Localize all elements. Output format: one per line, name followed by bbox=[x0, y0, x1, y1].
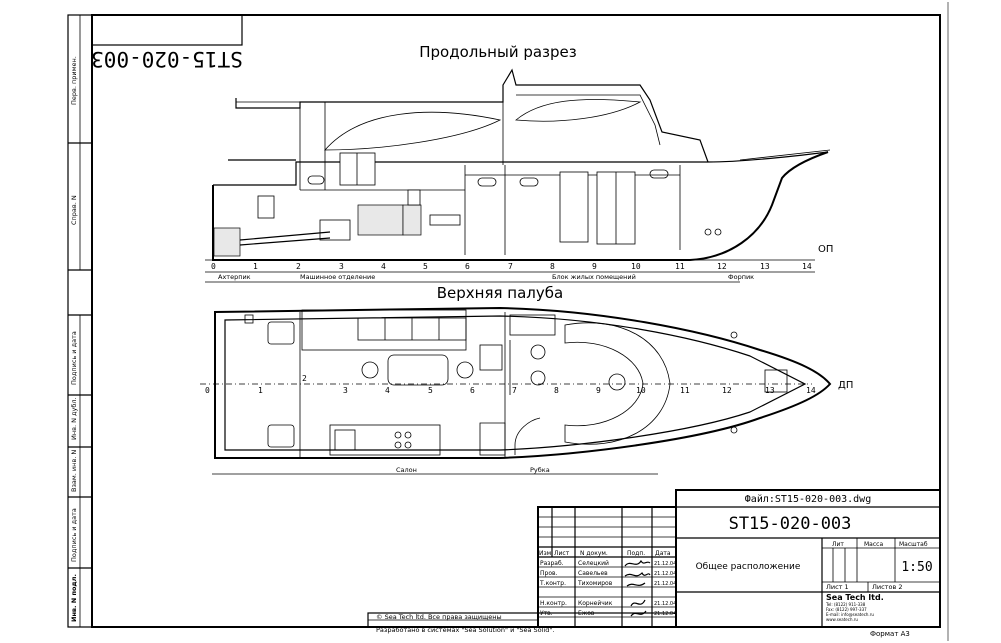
compartment-living-block: Блок жилых помещений bbox=[552, 273, 636, 281]
row-person-3: Корнейчик bbox=[578, 600, 613, 607]
top-frame-0: 0 bbox=[205, 386, 210, 395]
row-person-0: Селецкий bbox=[578, 560, 609, 567]
row-person-2: Тихомиров bbox=[577, 580, 613, 587]
title-block-headers: Изм. Лист N докум. Подп. Дата bbox=[539, 550, 671, 557]
strip-label-6: Инв. N подл. bbox=[70, 574, 78, 622]
top-frame-11: 11 bbox=[680, 386, 690, 395]
waterline-label-top: ДП bbox=[838, 380, 853, 391]
side-frame-12: 12 bbox=[717, 262, 727, 271]
side-frame-6: 6 bbox=[465, 262, 470, 271]
side-view-title: Продольный разрез bbox=[419, 43, 577, 61]
side-frame-8: 8 bbox=[550, 262, 555, 271]
top-frame-9: 9 bbox=[596, 386, 601, 395]
sheets-total: Листов 2 bbox=[872, 583, 902, 591]
side-frame-1: 1 bbox=[253, 262, 258, 271]
side-frame-4: 4 bbox=[381, 262, 386, 271]
row-date-1: 21.12.04 bbox=[654, 571, 676, 577]
compartment-aft-peak: Ахтерпик bbox=[218, 273, 251, 281]
top-frame-14: 14 bbox=[806, 386, 816, 395]
signatures bbox=[624, 559, 651, 617]
top-frame-7: 7 bbox=[512, 386, 517, 395]
side-frame-10: 10 bbox=[631, 262, 641, 271]
top-frame-6: 6 bbox=[470, 386, 475, 395]
compartment-fore-peak: Форпик bbox=[728, 273, 754, 281]
side-frame-5: 5 bbox=[423, 262, 428, 271]
scale-label: Масштаб bbox=[899, 541, 928, 548]
mass-label: Масса bbox=[864, 541, 883, 548]
row-person-4: Ежов bbox=[578, 610, 595, 617]
waterline-label-side: ОП bbox=[818, 244, 833, 255]
row-date-3: 21.12.04 bbox=[654, 601, 676, 607]
header-sheet: Лист bbox=[554, 550, 570, 557]
top-frame-1: 1 bbox=[258, 386, 263, 395]
side-view bbox=[205, 68, 831, 283]
lit-label: Лит bbox=[832, 541, 844, 548]
scale-value: 1:50 bbox=[901, 560, 932, 575]
side-frame-numbers: 0 1 2 3 4 5 6 7 8 9 10 11 12 13 14 bbox=[211, 262, 812, 271]
title-block bbox=[367, 489, 941, 628]
sheet-format: Формат А3 bbox=[870, 630, 910, 638]
compartment-engine-room: Машинное отделение bbox=[300, 273, 375, 281]
sheet-number: Лист 1 bbox=[826, 583, 849, 591]
side-frame-0: 0 bbox=[211, 262, 216, 271]
side-frame-9: 9 bbox=[592, 262, 597, 271]
top-frame-5: 5 bbox=[428, 386, 433, 395]
row-role-1: Пров. bbox=[540, 570, 558, 577]
company-line-2: Fax: (8122) 997-337 bbox=[826, 607, 867, 612]
top-view-title: Верхняя палуба bbox=[437, 284, 563, 302]
mirrored-number-box: ST15-020-003 bbox=[91, 14, 243, 71]
side-compartments: Ахтерпик Машинное отделение Блок жилых п… bbox=[218, 273, 754, 281]
side-frame-14: 14 bbox=[802, 262, 812, 271]
top-frame-3: 3 bbox=[343, 386, 348, 395]
row-date-4: 21.12.04 bbox=[654, 611, 676, 617]
row-role-3: Н.контр. bbox=[540, 600, 567, 607]
header-doc: N докум. bbox=[580, 550, 608, 557]
top-view bbox=[200, 306, 832, 475]
side-frame-11: 11 bbox=[675, 262, 685, 271]
row-date-0: 21.12.04 bbox=[654, 561, 676, 567]
company-name: Sea Tech ltd. bbox=[826, 593, 884, 602]
row-person-1: Савельев bbox=[578, 570, 608, 577]
company-line-3: E-mail: info@seatech.ru bbox=[826, 612, 874, 617]
top-frame-8: 8 bbox=[554, 386, 559, 395]
mirrored-drawing-number: ST15-020-003 bbox=[91, 47, 243, 71]
top-frame-12: 12 bbox=[722, 386, 732, 395]
top-frame-4: 4 bbox=[385, 386, 390, 395]
top-compartments: Салон Рубка bbox=[396, 466, 550, 474]
file-name: Файл:ST15-020-003.dwg bbox=[745, 493, 871, 505]
strip-label-5: Подпись и дата bbox=[70, 508, 78, 562]
company-line-1: Tel: (8122) 911-338 bbox=[825, 602, 866, 607]
developed-in: Разработано в системах "Sea Solution" и … bbox=[376, 626, 554, 634]
top-frame-2: 2 bbox=[302, 374, 307, 383]
compartment-salon: Салон bbox=[396, 466, 417, 474]
copyright: © Sea Tech ltd. Все права защищены bbox=[376, 613, 502, 621]
side-frame-7: 7 bbox=[508, 262, 513, 271]
side-frame-13: 13 bbox=[760, 262, 770, 271]
header-change: Изм. bbox=[539, 550, 553, 557]
strip-label-4: Взам. инв. N bbox=[70, 450, 78, 492]
drawing-name: Общее расположение bbox=[696, 562, 801, 572]
side-frame-2: 2 bbox=[296, 262, 301, 271]
row-role-4: Утв. bbox=[540, 610, 553, 617]
strip-label-2: Подпись и дата bbox=[70, 331, 78, 385]
strip-label-0: Перв. примен. bbox=[70, 56, 78, 105]
title-block-rows: Разраб. Селецкий 21.12.04 Пров. Савельев… bbox=[539, 560, 676, 617]
top-frame-numbers: 0 1 2 3 4 5 6 7 8 9 10 11 12 13 14 bbox=[205, 374, 816, 395]
strip-label-3: Инв. N дубл. bbox=[70, 397, 78, 440]
designation: ST15-020-003 bbox=[729, 514, 852, 534]
strip-label-1: Справ. N bbox=[70, 195, 78, 225]
header-date: Дата bbox=[655, 550, 671, 557]
side-frame-3: 3 bbox=[339, 262, 344, 271]
row-role-2: Т.контр. bbox=[539, 580, 566, 587]
row-role-0: Разраб. bbox=[540, 560, 564, 567]
compartment-wheelhouse: Рубка bbox=[530, 466, 550, 474]
header-sign: Подп. bbox=[627, 550, 645, 557]
left-strip: Перв. примен. Справ. N Подпись и дата Ин… bbox=[67, 14, 93, 628]
top-frame-10: 10 bbox=[636, 386, 646, 395]
row-date-2: 21.12.04 bbox=[654, 581, 676, 587]
top-frame-13: 13 bbox=[765, 386, 775, 395]
company-line-4: www.seatech.ru bbox=[826, 617, 858, 622]
